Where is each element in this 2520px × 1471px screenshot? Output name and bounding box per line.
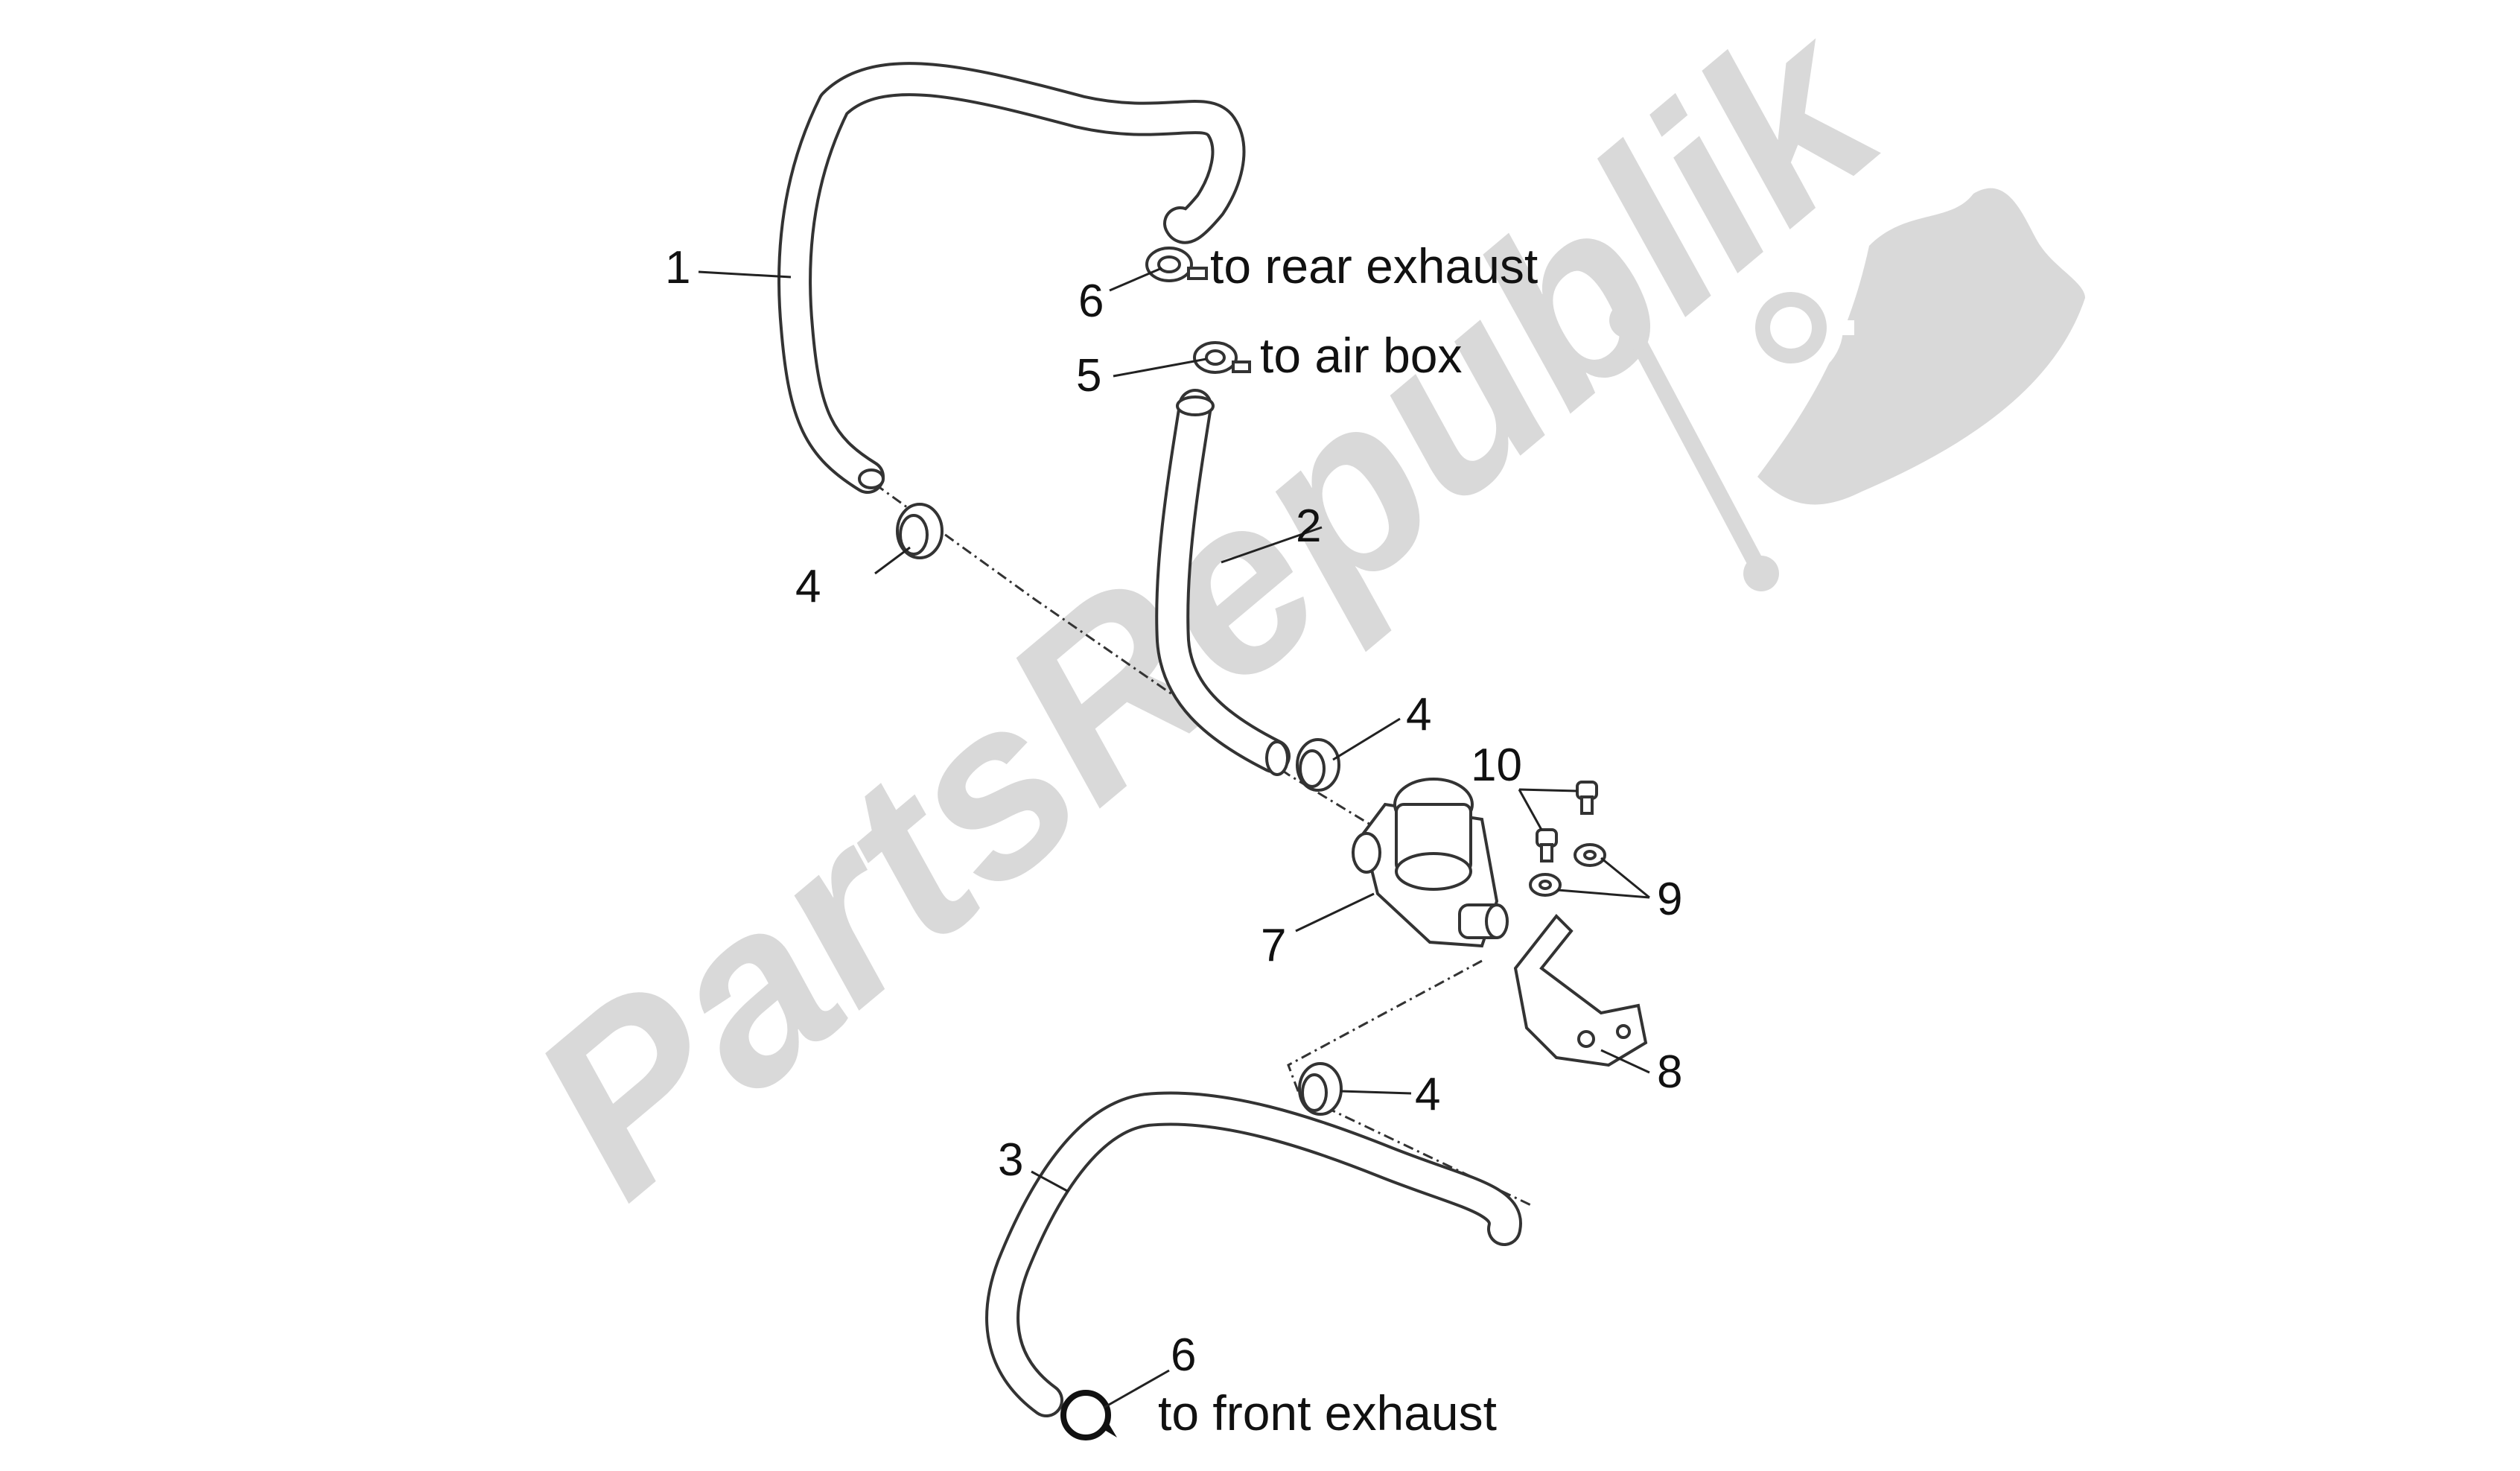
- ring-4-lower: [1298, 1062, 1343, 1116]
- washer-9-b: [1529, 873, 1562, 897]
- callout-2: 2: [1296, 501, 1321, 552]
- ring-4-upper: [896, 503, 944, 559]
- annotation-rear-exhaust: to rear exhaust: [1210, 238, 1538, 293]
- clamp-5-airbox: [1193, 341, 1251, 374]
- callout-8: 8: [1657, 1046, 1682, 1098]
- assembly-line-upper: [874, 483, 1375, 828]
- hose-2: [1155, 389, 1291, 776]
- gear-flag-icon: [1609, 188, 2085, 591]
- callout-7: 7: [1261, 920, 1286, 971]
- annotation-front-exhaust: to front exhaust: [1158, 1385, 1497, 1440]
- callout-4-upper: 4: [795, 561, 821, 612]
- washer-9-a: [1574, 843, 1606, 867]
- callout-10: 10: [1471, 740, 1522, 791]
- callout-4-lower: 4: [1415, 1069, 1440, 1120]
- callout-5: 5: [1076, 350, 1101, 401]
- bracket-8: [1513, 913, 1648, 1067]
- assembly-line-lower: [1287, 959, 1535, 1208]
- annotation-air-box: to air box: [1260, 328, 1462, 383]
- leader-lines: [698, 267, 1650, 1409]
- valve-7: [1352, 778, 1509, 948]
- callout-3: 3: [998, 1134, 1023, 1186]
- callout-6-rear: 6: [1078, 276, 1104, 327]
- hose-1: [777, 62, 1246, 494]
- hose-3: [985, 1091, 1522, 1417]
- callout-1: 1: [665, 242, 690, 293]
- screw-10-a: [1576, 781, 1598, 815]
- callout-9: 9: [1657, 874, 1682, 925]
- watermark: PartsRepublik: [483, 0, 2085, 1248]
- clamp-6-rear: [1145, 247, 1208, 282]
- callout-4-middle: 4: [1406, 689, 1431, 740]
- screw-10-b: [1536, 828, 1558, 862]
- callout-6-front: 6: [1171, 1329, 1196, 1381]
- ring-4-middle: [1296, 738, 1340, 792]
- clamp-6-front: [1060, 1390, 1117, 1440]
